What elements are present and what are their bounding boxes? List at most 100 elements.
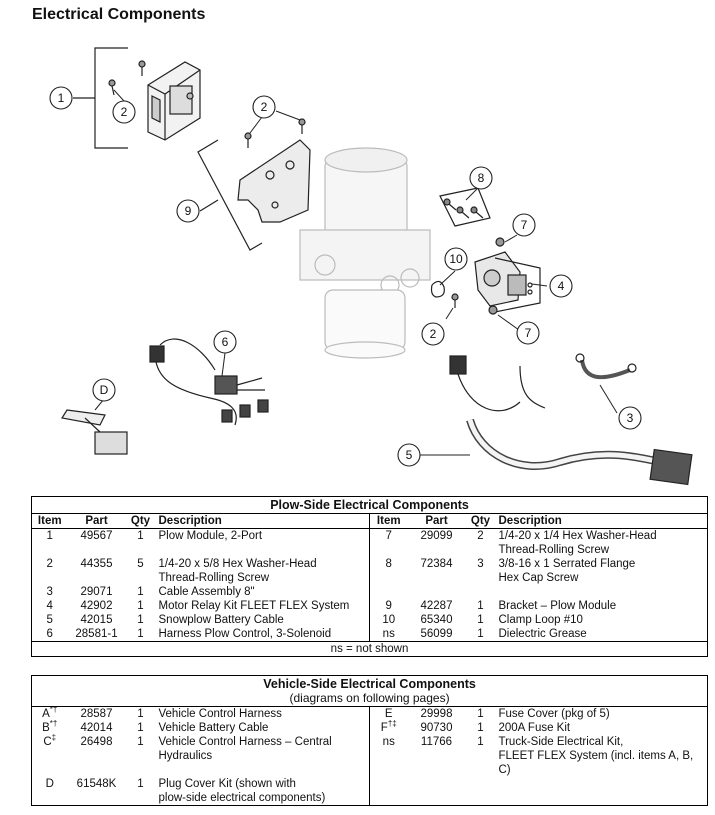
harness-part [149,338,269,426]
item-code: 8 [385,558,392,570]
item-code: C [43,736,52,748]
nut-part [488,305,498,315]
quantity-cell: 1 [137,600,144,612]
table-title: Vehicle-Side Electrical Components (diag… [30,675,709,707]
callout-label: 2 [430,327,437,341]
description-cell [495,777,709,806]
table-title-text: Vehicle-Side Electrical Components [263,677,476,691]
item-footnote-mark: ‡ [51,733,57,743]
description-line: Dielectric Grease [498,628,587,640]
description-cell: Cable Assembly 8" [156,585,370,599]
callout-label: 7 [521,218,528,232]
quantity-cell: 1 [465,627,496,642]
quantity-cell: 1 [137,722,144,734]
part-number-cell: 11766 [420,736,453,748]
description-cell: Dielectric Grease [495,627,709,642]
description-line: Plow Module, 2-Port [158,530,263,542]
part-number-cell: 42287 [420,600,453,612]
callout-label: 8 [478,171,485,185]
description-line: Vehicle Control Harness – Central [158,736,332,748]
item-footnote-mark: *† [49,705,58,715]
description-line: 1/4-20 x 5/8 Hex Washer-Head [158,558,317,570]
callout-label: 3 [627,411,634,425]
column-header: Part [67,513,126,529]
part-number-cell: 56099 [407,627,466,642]
callout-label: 6 [222,335,229,349]
quantity-cell [466,585,496,599]
item-cell: E [369,706,408,721]
item-cell: 5 [31,613,68,627]
part-number-cell: 72384 [420,558,453,570]
part-number-cell: 61548K [67,777,126,806]
description-cell: Vehicle Control Harness [156,707,370,722]
column-header: Qty [465,513,496,529]
table-subtitle: (diagrams on following pages) [289,691,450,705]
item-code: 5 [46,614,53,626]
description-line: Vehicle Control Harness [158,708,282,720]
plow-module-part [147,61,201,141]
item-cell: 2 [31,557,68,585]
description-line: 200A Fuse Kit [498,722,571,734]
quantity-cell: 1 [137,736,144,748]
item-cell: 1 [31,528,68,557]
quantity-cell [465,777,496,806]
item-cell: 10 [369,613,408,627]
quantity-cell: 1 [137,708,144,720]
description-line: Truck-Side Electrical Kit, [498,736,624,748]
column-header: Description [155,513,370,529]
description-cell: 200A Fuse Kit [495,721,709,735]
item-cell: ns [369,735,408,777]
quantity-cell: 1 [477,736,484,748]
item-code: D [45,778,54,790]
item-code: ns [382,628,395,640]
quantity-cell: 1 [125,627,156,642]
page-title: Electrical Components [32,6,206,23]
bracket-plow-module-part [237,139,311,223]
plug-cover-part [61,409,128,455]
item-code: B [42,722,50,734]
column-header: Part [407,513,466,529]
part-number-cell: 29071 [80,586,113,598]
part-number-cell: 29099 [420,530,453,542]
item-code: 1 [46,530,53,542]
item-cell [369,585,408,599]
item-code: 7 [385,530,392,542]
description-line: Motor Relay Kit FLEET FLEX System [158,600,350,612]
description-cell: Motor Relay Kit FLEET FLEX System [156,599,370,613]
nut-part [495,237,505,247]
hydraulic-unit [299,147,431,359]
quantity-cell: 1 [137,586,144,598]
callout-label: 9 [185,204,192,218]
description-line: Bracket – Plow Module [498,600,617,612]
quantity-cell: 1 [137,614,144,626]
callout-label: 2 [261,100,268,114]
description-line: Thread-Rolling Screw [158,572,270,584]
part-number-cell: 28581-1 [67,627,126,642]
description-line: Hydraulics [158,750,213,762]
item-code: ns [382,736,395,748]
description-cell [495,585,709,599]
column-header: Qty [125,513,156,529]
description-line: 3/8-16 x 1 Serrated Flange [498,558,636,570]
table-note: ns = not shown [30,641,709,657]
callout-label: 4 [558,279,565,293]
quantity-cell: 1 [125,777,156,806]
description-cell: Vehicle Battery Cable [156,721,370,735]
description-line: Thread-Rolling Screw [498,544,610,556]
part-number-cell: 42014 [80,722,113,734]
screw-parts [108,60,459,308]
callout-label: 1 [58,91,65,105]
quantity-cell: 1 [477,722,484,734]
part-number-cell: 42902 [80,600,113,612]
item-cell: A*† [31,705,68,721]
callout-label: 2 [121,105,128,119]
table-title: Plow-Side Electrical Components [30,496,709,514]
quantity-cell: 1 [137,530,144,542]
motor-relay-part [474,251,533,307]
